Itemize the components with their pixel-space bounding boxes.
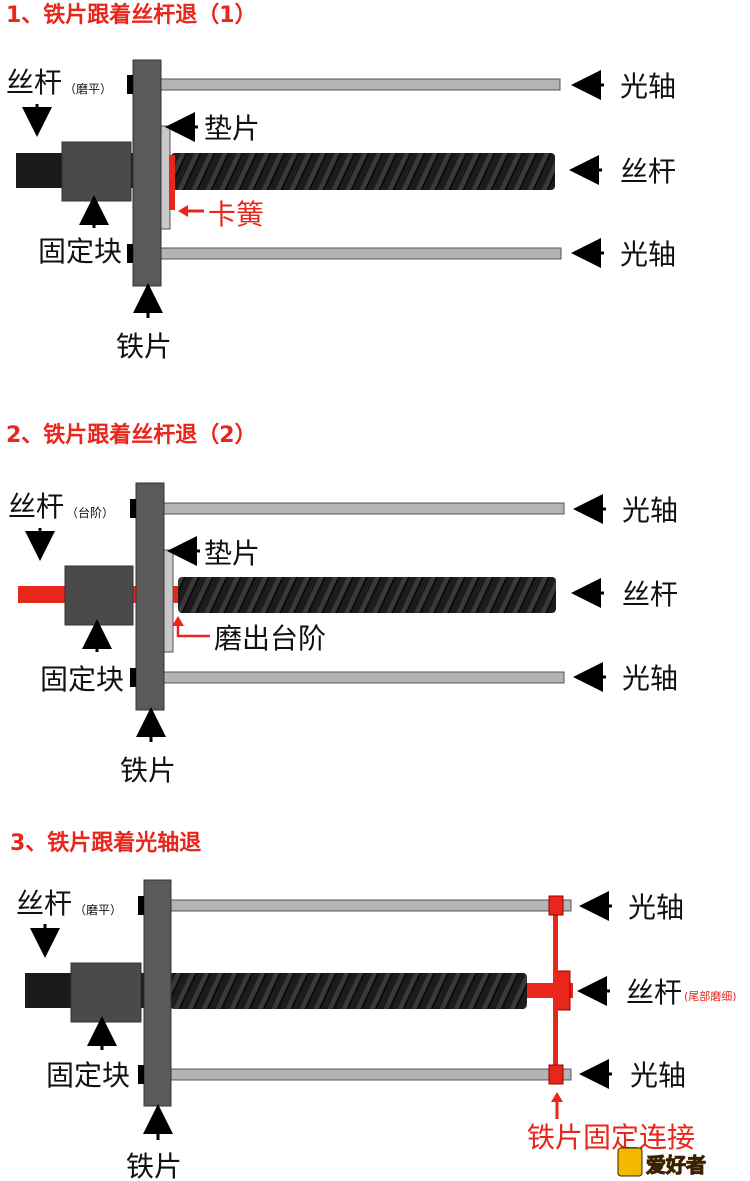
- circlip: [169, 155, 175, 210]
- rod-stop-top: [127, 75, 133, 94]
- guide-rod-top-label: 光轴: [622, 494, 678, 527]
- lead-screw-label: 丝杆: [8, 490, 64, 523]
- fixed-block: [70, 962, 142, 1023]
- section-2-title: 2、铁片跟着丝杆退（2）: [6, 422, 257, 448]
- iron-plate-label: 铁片: [126, 1150, 182, 1181]
- iron-plate: [132, 59, 162, 287]
- guide-rod-bottom: [170, 1068, 572, 1081]
- shim-label: 垫片: [204, 112, 260, 145]
- rod-stop-bottom: [130, 668, 136, 687]
- fixed-block: [61, 141, 132, 202]
- section-3-title: 3、铁片跟着光轴退: [10, 830, 201, 856]
- watermark-text: 爱好者: [646, 1153, 706, 1177]
- guide-rod-bottom-label: 光轴: [622, 662, 678, 695]
- fixed-block: [64, 565, 134, 626]
- fixed-block-label: 固定块: [40, 663, 124, 696]
- lead-screw-note: （磨平）: [64, 82, 112, 96]
- arrow-head-red-icon: [172, 616, 184, 626]
- lead-screw-thread: [170, 973, 527, 1009]
- guide-rod-bottom: [154, 247, 562, 260]
- section-2: 2、铁片跟着丝杆退（2） 丝杆 （台阶） 固定块 铁片 垫片 磨出台阶 光轴 丝…: [6, 422, 678, 787]
- guide-rod-top-label: 光轴: [628, 891, 684, 924]
- section-1-title: 1、铁片跟着丝杆退（1）: [6, 2, 257, 28]
- watermark-logo: 爱好者: [617, 1147, 707, 1178]
- screw-right-note: (尾部磨细): [684, 989, 737, 1003]
- circlip-label: 卡簧: [208, 198, 264, 231]
- lead-screw-note: （磨平）: [74, 903, 122, 917]
- lead-screw-thread: [178, 577, 556, 613]
- connector-top: [548, 895, 564, 916]
- arrow-head-red-icon: [551, 1092, 563, 1102]
- arrow-head-red-icon: [178, 205, 188, 217]
- logo-icon: [617, 1147, 643, 1177]
- iron-plate-label: 铁片: [120, 754, 176, 787]
- step-label: 磨出台阶: [214, 622, 326, 655]
- lead-screw-label: 丝杆: [6, 66, 62, 99]
- guide-rod-top: [170, 899, 572, 912]
- rod-stop-bottom: [127, 244, 133, 263]
- rod-stop-top: [130, 499, 136, 518]
- tail-bearing: [555, 970, 571, 1011]
- iron-plate: [143, 879, 172, 1107]
- fixed-block-label: 固定块: [38, 235, 122, 268]
- shim: [160, 125, 171, 230]
- lead-screw-thread: [171, 153, 555, 190]
- shim-label: 垫片: [204, 537, 260, 570]
- screw-right-label: 丝杆: [622, 578, 678, 611]
- iron-plate: [135, 482, 165, 711]
- guide-rod-bottom: [162, 671, 565, 684]
- guide-rod-top-label: 光轴: [620, 70, 676, 103]
- screw-right-label: 丝杆: [620, 155, 676, 188]
- guide-rod-bottom-label: 光轴: [630, 1059, 686, 1092]
- connection-label: 铁片固定连接: [527, 1121, 695, 1154]
- guide-rod-top: [162, 502, 565, 515]
- lead-screw-label: 丝杆: [16, 887, 72, 920]
- screw-right-label: 丝杆: [626, 976, 682, 1009]
- fixed-block-label: 固定块: [46, 1059, 130, 1092]
- rod-stop-top: [138, 896, 144, 915]
- guide-rod-bottom-label: 光轴: [620, 238, 676, 271]
- guide-rod-top: [154, 78, 561, 91]
- step-pointer: [176, 624, 210, 638]
- iron-plate-label: 铁片: [116, 330, 172, 363]
- lead-screw-note: （台阶）: [66, 505, 114, 520]
- shim: [163, 549, 174, 653]
- connector-bottom: [548, 1064, 564, 1085]
- section-1: 1、铁片跟着丝杆退（1） 丝杆 （磨平） 固定块 铁片 垫片 卡簧: [6, 2, 676, 363]
- section-3: 3、铁片跟着光轴退 丝杆 （磨平） 固定块 铁片 铁片固定连接 光轴 丝杆 (尾…: [10, 830, 737, 1181]
- rod-stop-bottom: [138, 1065, 144, 1084]
- connection-bar: [553, 902, 558, 1077]
